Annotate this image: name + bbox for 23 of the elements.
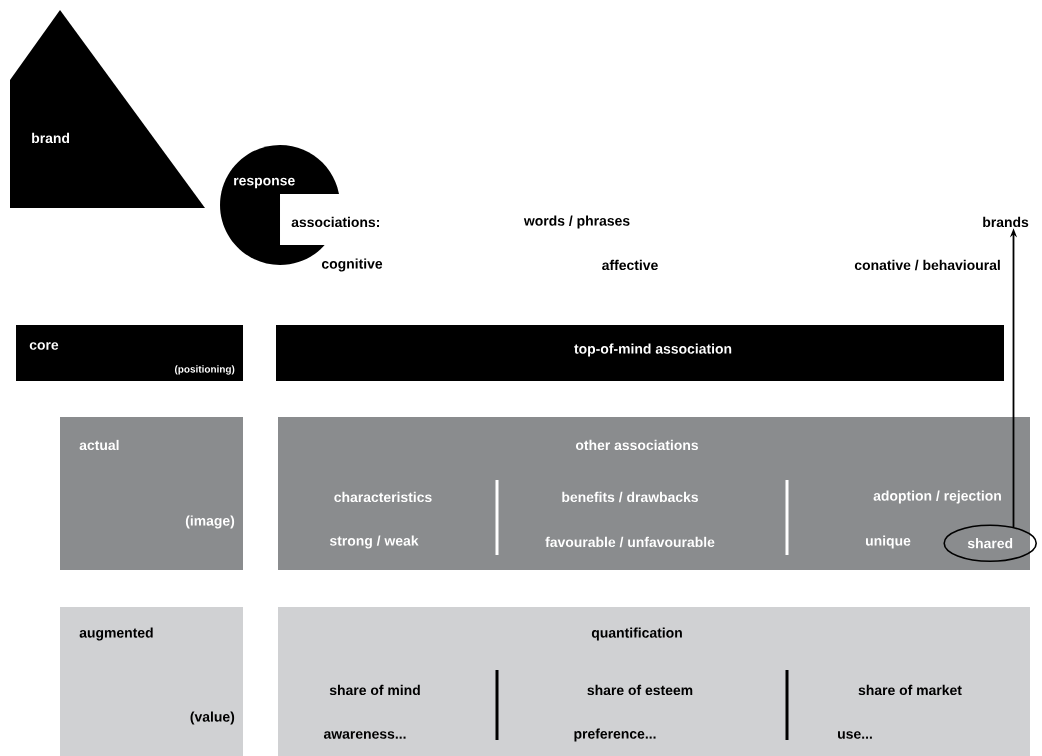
label-text: share of mind xyxy=(329,684,420,696)
label-text: brands xyxy=(983,216,1029,228)
label-text: favourable / unfavourable xyxy=(545,536,715,548)
label-text: benefits / drawbacks xyxy=(562,491,698,503)
label-text: affective xyxy=(602,259,658,271)
label-text: conative / behavioural xyxy=(854,259,1000,271)
label-text: unique xyxy=(866,535,911,549)
ellipse-mark: shared xyxy=(943,524,1037,562)
label-text: characteristics xyxy=(334,491,432,503)
text-box: augmented (value) xyxy=(60,607,243,756)
text-box: actual (image) xyxy=(60,417,243,570)
label-text: share of market xyxy=(858,684,962,696)
label-text: associations: xyxy=(291,216,379,228)
label-text: adoption / rejection xyxy=(873,490,1001,504)
text-box: top-of-mind association xyxy=(276,325,1004,381)
label-text: words / phrases xyxy=(523,215,630,229)
label-text: use... xyxy=(838,731,872,739)
label-text: preference... xyxy=(574,728,656,742)
label-text: cognitive xyxy=(321,258,383,272)
text-box: core (positioning) xyxy=(16,325,243,381)
label-text: share of esteem xyxy=(587,684,693,696)
label-text: awareness... xyxy=(323,731,406,739)
label-text: strong / weak xyxy=(329,535,419,549)
